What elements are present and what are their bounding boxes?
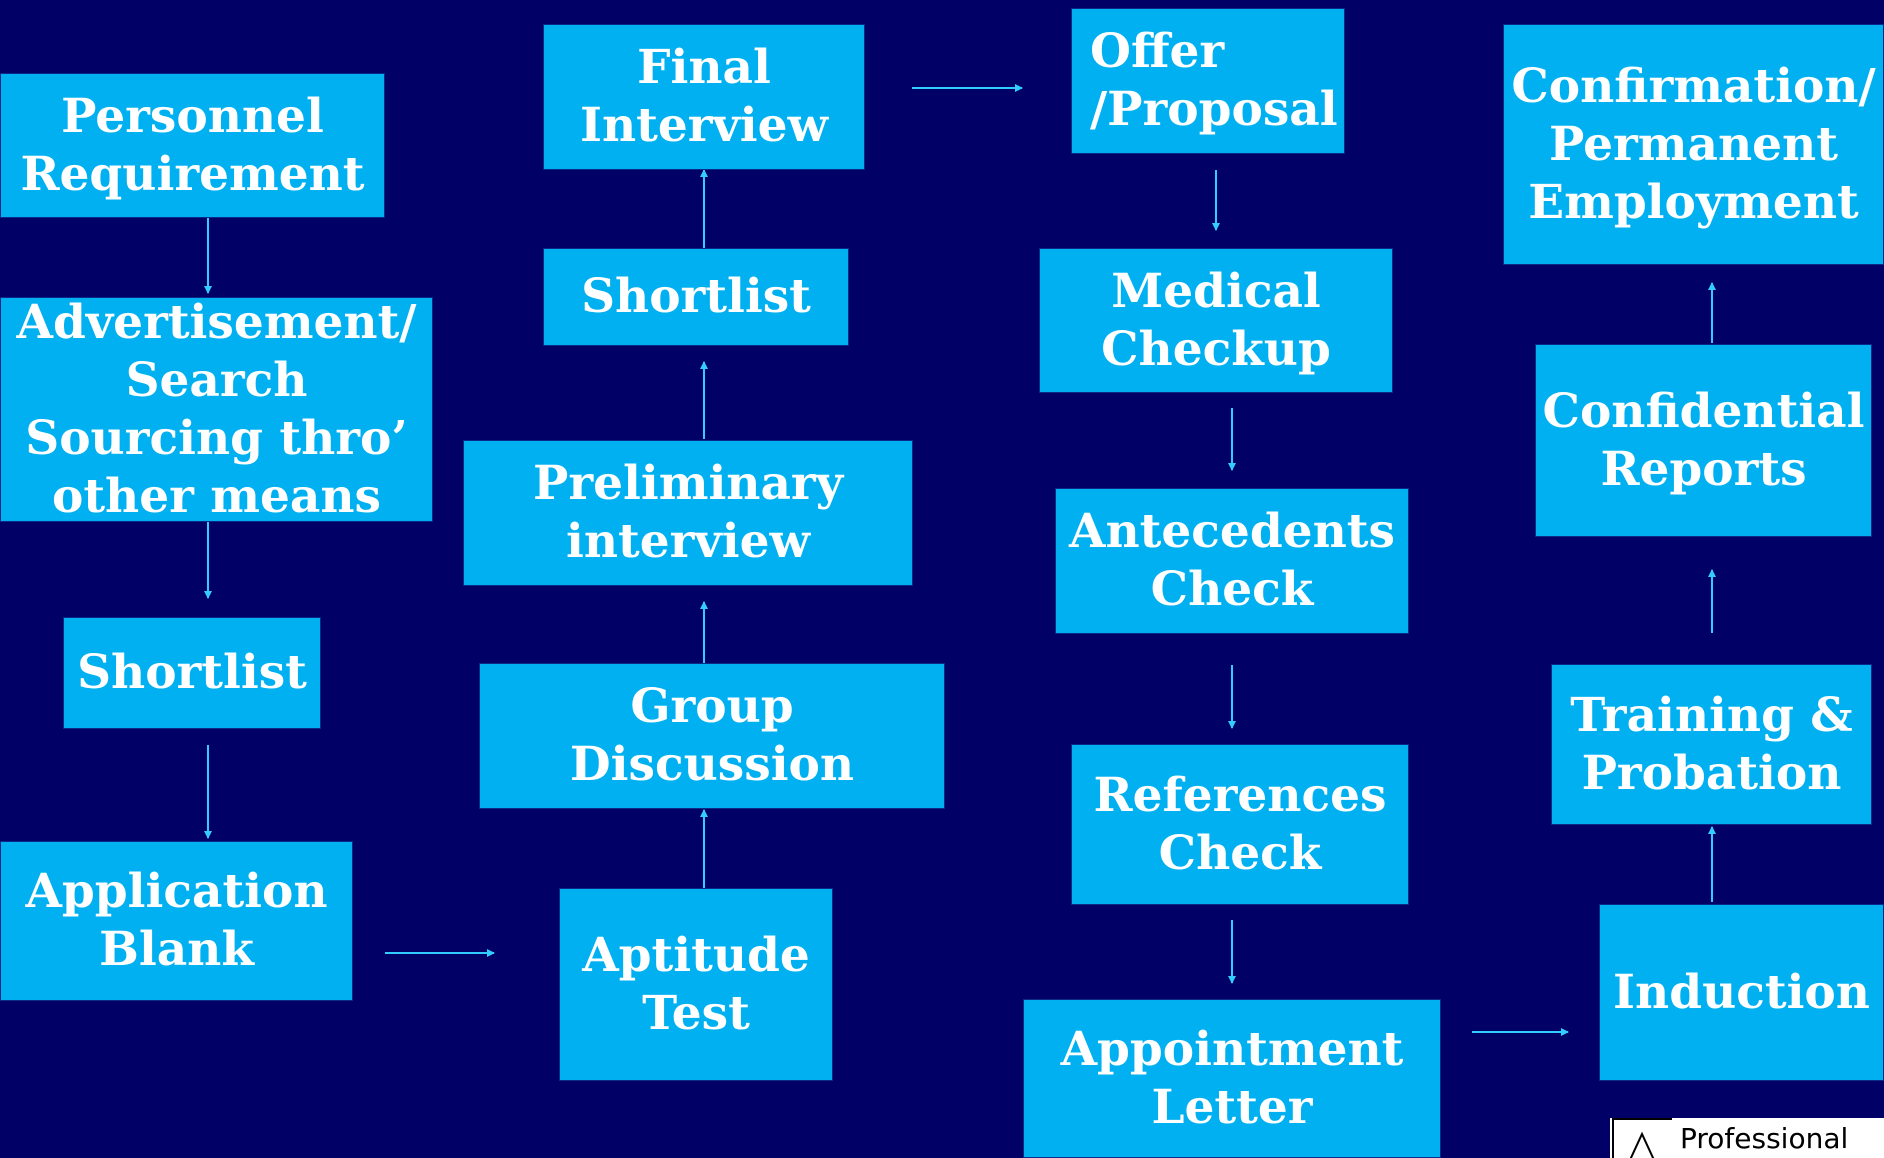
professional-logo-icon <box>1612 1118 1672 1158</box>
professional-badge: Professional <box>1610 1118 1884 1158</box>
box-induction: Induction <box>1599 904 1884 1081</box>
box-training-probation: Training & Probation <box>1551 664 1872 825</box>
box-application-blank: Application Blank <box>0 841 353 1001</box>
box-final-interview: Final Interview <box>543 24 865 170</box>
box-confirmation-permanent-employment: Confirmation/ Permanent Employment <box>1503 24 1884 265</box>
box-references-check: References Check <box>1071 744 1409 905</box>
box-preliminary-interview: Preliminary interview <box>463 440 913 586</box>
box-shortlist-2: Shortlist <box>543 248 849 346</box>
box-shortlist-1: Shortlist <box>63 617 321 729</box>
box-offer-proposal: Offer /Proposal <box>1071 8 1345 154</box>
box-group-discussion: Group Discussion <box>479 663 945 809</box>
badge-text: Professional <box>1680 1121 1849 1155</box>
box-antecedents-check: Antecedents Check <box>1055 488 1409 634</box>
box-aptitude-test: Aptitude Test <box>559 888 833 1081</box>
box-personnel-requirement: Personnel Requirement <box>0 73 385 218</box>
box-advertisement-search: Advertisement/ Search Sourcing thro’ oth… <box>0 295 433 524</box>
box-confidential-reports: Confidential Reports <box>1535 344 1872 537</box>
box-appointment-letter: Appointment Letter <box>1023 999 1441 1158</box>
box-medical-checkup: Medical Checkup <box>1039 248 1393 393</box>
